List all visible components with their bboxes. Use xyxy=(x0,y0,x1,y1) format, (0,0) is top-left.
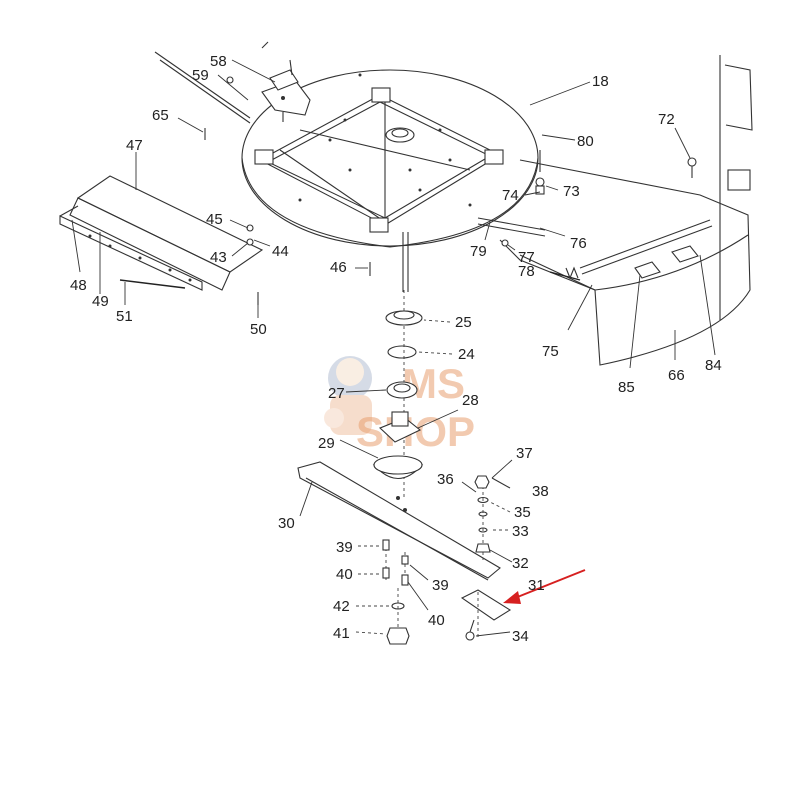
part-label-78: 78 xyxy=(518,263,535,280)
part-label-34: 34 xyxy=(512,628,529,645)
bolt-column-left xyxy=(382,539,410,645)
deck-plate xyxy=(241,69,539,292)
part-label-27: 27 xyxy=(328,385,345,402)
part-label-46: 46 xyxy=(330,259,347,276)
part-label-37: 37 xyxy=(516,445,533,462)
frame-lines xyxy=(154,41,269,124)
part-labels: 58 59 18 65 80 72 47 74 73 45 43 44 79 7… xyxy=(70,53,722,645)
bolt-column-right xyxy=(465,475,511,641)
part-label-31: 31 xyxy=(528,577,545,594)
part-label-35: 35 xyxy=(514,504,531,521)
part-label-42: 42 xyxy=(333,598,350,615)
part-label-76: 76 xyxy=(570,235,587,252)
plate-31 xyxy=(460,589,512,640)
part-label-80: 80 xyxy=(577,133,594,150)
side-plate-47 xyxy=(59,175,264,291)
bracket-58 xyxy=(261,59,311,122)
hood-66 xyxy=(499,55,753,366)
part-label-47: 47 xyxy=(126,137,143,154)
part-label-41: 41 xyxy=(333,625,350,642)
part-label-33: 33 xyxy=(512,523,529,540)
small-bolts xyxy=(204,76,371,305)
part-label-18: 18 xyxy=(592,73,609,90)
part-label-50: 50 xyxy=(250,321,267,338)
watermark-mascot-icon xyxy=(324,356,372,435)
part-label-29: 29 xyxy=(318,435,335,452)
part-label-73: 73 xyxy=(563,183,580,200)
part-label-44: 44 xyxy=(272,243,289,260)
leader-lines xyxy=(71,59,716,637)
part-label-24: 24 xyxy=(458,346,475,363)
highlight-arrow xyxy=(503,569,586,604)
part-label-85: 85 xyxy=(618,379,635,396)
part-label-75: 75 xyxy=(542,343,559,360)
part-label-66: 66 xyxy=(668,367,685,384)
part-label-65: 65 xyxy=(152,107,169,124)
part-label-25: 25 xyxy=(455,314,472,331)
part-label-48: 48 xyxy=(70,277,87,294)
part-label-32: 32 xyxy=(512,555,529,572)
part-label-40b: 40 xyxy=(428,612,445,629)
part-label-30: 30 xyxy=(278,515,295,532)
part-label-72: 72 xyxy=(658,111,675,128)
tension-linkage xyxy=(477,150,697,281)
part-label-40a: 40 xyxy=(336,566,353,583)
blade-30 xyxy=(297,461,501,581)
part-label-77: 77 xyxy=(518,249,535,266)
part-label-28: 28 xyxy=(462,392,479,409)
part-label-43: 43 xyxy=(210,249,227,266)
part-label-38: 38 xyxy=(532,483,549,500)
watermark-line1: MS xyxy=(402,360,465,407)
part-label-49: 49 xyxy=(92,293,109,310)
part-label-74: 74 xyxy=(502,187,519,204)
part-label-39a: 39 xyxy=(336,539,353,556)
spindle-stack xyxy=(372,290,424,500)
part-label-84: 84 xyxy=(705,357,722,374)
part-label-39b: 39 xyxy=(432,577,449,594)
part-label-51: 51 xyxy=(116,308,133,325)
part-label-79: 79 xyxy=(470,243,487,260)
part-label-58: 58 xyxy=(210,53,227,70)
part-label-45: 45 xyxy=(206,211,223,228)
part-label-36: 36 xyxy=(437,471,454,488)
part-label-59: 59 xyxy=(192,67,209,84)
